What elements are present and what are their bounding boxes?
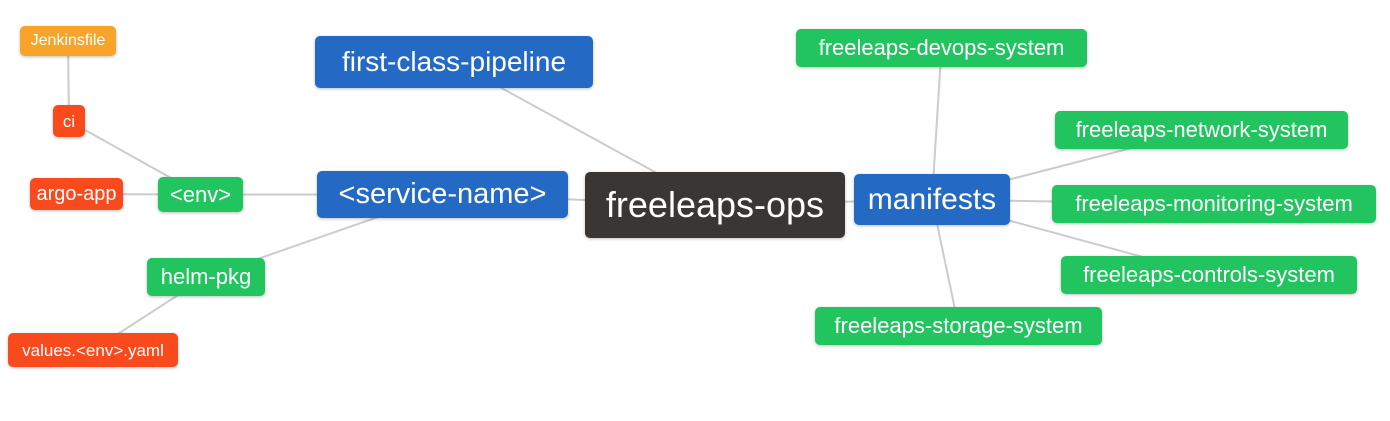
node-values-env-yaml[interactable]: values.<env>.yaml	[8, 333, 178, 367]
node-service-name[interactable]: <service-name>	[317, 171, 568, 218]
node-jenkinsfile[interactable]: Jenkinsfile	[20, 26, 116, 56]
node-first-class-pipeline[interactable]: first-class-pipeline	[315, 36, 593, 88]
node-freeleaps-monitoring-system[interactable]: freeleaps-monitoring-system	[1052, 185, 1376, 223]
node-ci[interactable]: ci	[53, 105, 85, 137]
node-freeleaps-network-system[interactable]: freeleaps-network-system	[1055, 111, 1348, 149]
node-freeleaps-ops[interactable]: freeleaps-ops	[585, 172, 845, 238]
node-freeleaps-devops-system[interactable]: freeleaps-devops-system	[796, 29, 1087, 67]
node-helm-pkg[interactable]: helm-pkg	[147, 258, 265, 296]
node-freeleaps-controls-system[interactable]: freeleaps-controls-system	[1061, 256, 1357, 294]
node-manifests[interactable]: manifests	[854, 174, 1010, 225]
node-freeleaps-storage-system[interactable]: freeleaps-storage-system	[815, 307, 1102, 345]
node-env[interactable]: <env>	[158, 177, 243, 212]
node-argo-app[interactable]: argo-app	[30, 178, 123, 210]
